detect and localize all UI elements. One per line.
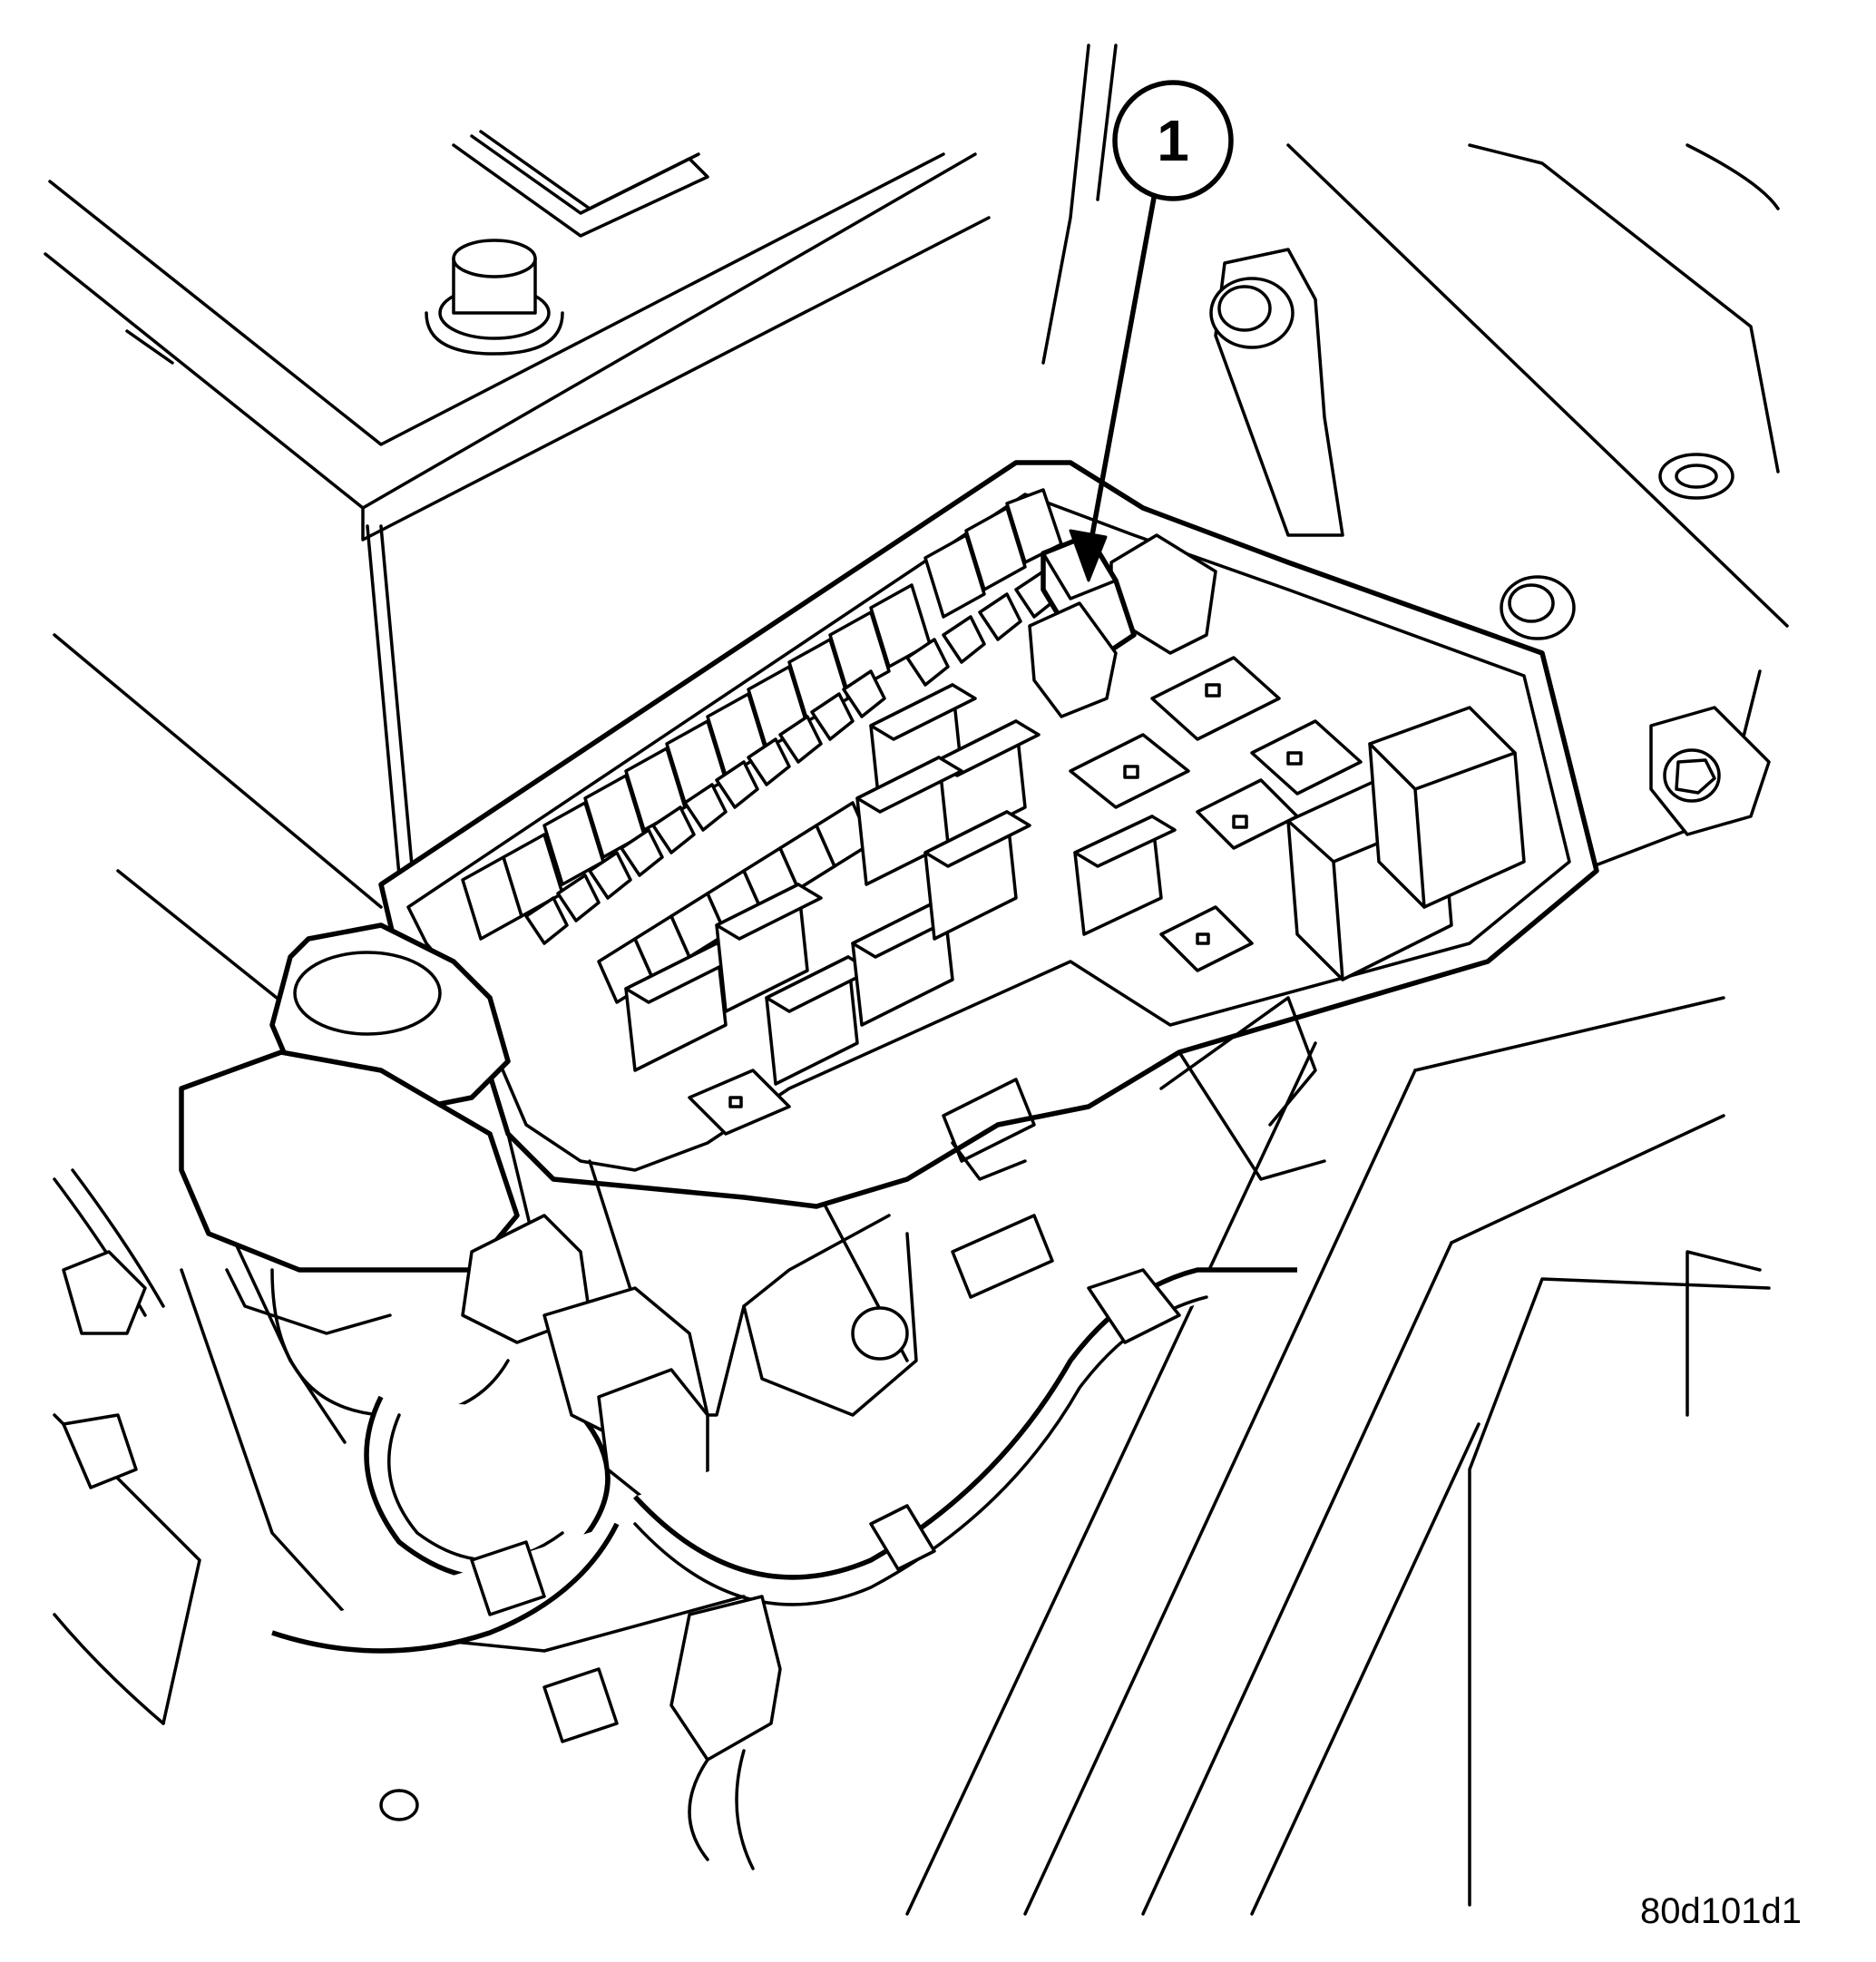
relay-block (624, 533, 1526, 1086)
callout-1-leader-line (1086, 195, 1157, 558)
bolt-right-upper (1500, 575, 1576, 640)
battery (44, 130, 991, 927)
battery-terminal-post (425, 239, 564, 356)
arrow-head-icon (1069, 529, 1108, 582)
mini-fuse-row-lower (524, 570, 1059, 945)
indicated-component (1028, 532, 1137, 718)
relay-sockets (688, 656, 1363, 1136)
callout-1: 1 (1069, 80, 1234, 582)
relay (923, 810, 1031, 941)
battery-cable-clamp (179, 922, 520, 1418)
mounting-bracket-right (1649, 706, 1771, 836)
callout-1-label: 1 (1157, 108, 1189, 173)
engine-bay-panels (53, 44, 1789, 1916)
relay (624, 942, 741, 1072)
relay (1073, 815, 1177, 936)
wiring-harness (53, 1078, 1297, 1870)
mounting-bracket-upper (1209, 248, 1344, 537)
relay (1368, 706, 1526, 909)
relay (715, 883, 823, 1013)
figure-id-label: 80d101d1 (1640, 1891, 1802, 1931)
